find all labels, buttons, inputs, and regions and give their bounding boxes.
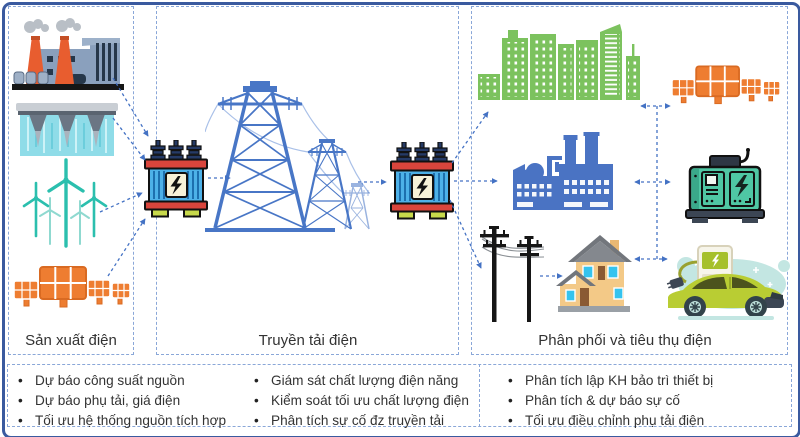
list-item: Tối ưu điều chỉnh phụ tải điện xyxy=(506,411,766,431)
solar-panels-icon xyxy=(13,265,131,314)
bottom-notes-divider xyxy=(479,364,480,427)
distribution-label: Phân phối và tiêu thụ điện xyxy=(538,332,712,349)
power-poles-icon xyxy=(478,224,550,327)
wind-turbines-icon xyxy=(22,158,110,255)
list-item: Tối ưu hệ thống nguồn tích hợp xyxy=(16,411,248,431)
transmission-notes-list: Giám sát chất lượng điện năng Kiểm soát … xyxy=(252,371,478,431)
generation-box xyxy=(8,6,134,355)
transmission-towers-icon xyxy=(204,80,370,243)
step-up-transformer-icon xyxy=(144,139,208,229)
factory-icon xyxy=(505,131,617,217)
distribution-notes-list: Phân tích lập KH bảo trì thiết bị Phân t… xyxy=(506,371,766,431)
step-down-transformer-icon xyxy=(390,141,454,231)
transmission-label: Truyền tải điện xyxy=(258,332,358,349)
electric-car-icon xyxy=(664,240,790,329)
generation-notes-list: Dự báo công suất nguồn Dự báo phụ tải, g… xyxy=(16,371,248,431)
list-item: Dự báo phụ tải, giá điện xyxy=(16,391,248,411)
list-item: Phân tích lập KH bảo trì thiết bị xyxy=(506,371,766,391)
thermal-plant-icon xyxy=(12,16,124,97)
generation-label: Sản xuất điện xyxy=(25,332,117,349)
city-buildings-icon xyxy=(478,18,640,105)
list-item: Phân tích & dự báo sự cố xyxy=(506,391,766,411)
house-icon xyxy=(556,228,634,319)
list-item: Phân tích sự cố đz truyền tải xyxy=(252,411,478,431)
list-item: Giám sát chất lượng điện năng xyxy=(252,371,478,391)
rooftop-solar-icon xyxy=(671,64,781,111)
hydro-dam-icon xyxy=(16,103,118,162)
list-item: Dự báo công suất nguồn xyxy=(16,371,248,391)
backup-generator-icon xyxy=(684,146,766,229)
list-item: Kiểm soát tối ưu chất lượng điện xyxy=(252,391,478,411)
